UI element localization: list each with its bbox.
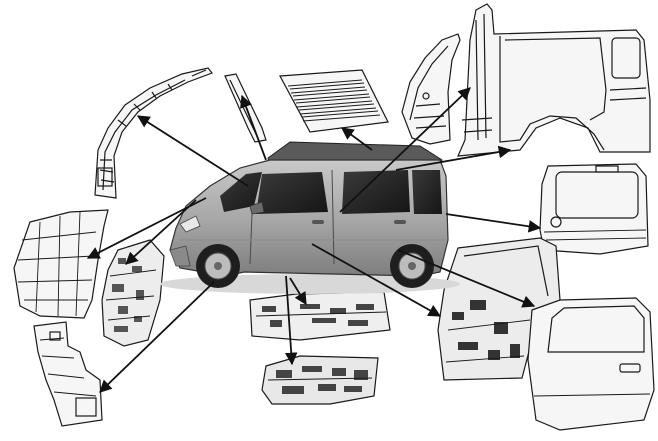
body-side-outer-drawing — [457, 3, 651, 157]
dash-side-drawing — [33, 321, 103, 427]
floor-panel-front-drawing — [249, 291, 391, 341]
fender-apron-drawing — [101, 239, 165, 347]
arrow-fender-apron — [125, 199, 197, 265]
arrow-front-door-inner — [311, 243, 442, 317]
arrow-body-side-outer — [395, 145, 512, 171]
arrow-dash-side — [99, 281, 215, 393]
center-pillar-drawing — [401, 33, 461, 145]
a-pillar-outer-drawing — [94, 67, 213, 199]
arrow-roof-panel — [340, 127, 373, 151]
arrow-back-door — [445, 213, 542, 233]
arrow-a-pillar-outer — [136, 115, 249, 187]
car-illustration — [160, 141, 460, 294]
quarter-window — [412, 170, 442, 214]
hood-drawing — [13, 209, 109, 319]
rear-wheel — [390, 244, 434, 288]
rear-side-window — [342, 170, 410, 214]
front-wheel — [196, 244, 240, 288]
arrow-center-pillar — [339, 87, 471, 213]
back-door-drawing — [539, 163, 649, 255]
arrow-floor-panel-front — [289, 277, 307, 306]
arrow-a-pillar-trim — [240, 94, 267, 161]
floor-panel-rear-drawing — [261, 355, 379, 405]
roof-panel-drawing — [279, 69, 389, 133]
arrow-front-door-outer — [397, 249, 536, 308]
front-door-outer-drawing — [527, 297, 655, 431]
front-side-window — [256, 172, 328, 214]
leader-arrows — [86, 87, 542, 393]
a-pillar-trim-drawing — [224, 73, 267, 143]
arrow-floor-panel-rear — [284, 275, 298, 366]
